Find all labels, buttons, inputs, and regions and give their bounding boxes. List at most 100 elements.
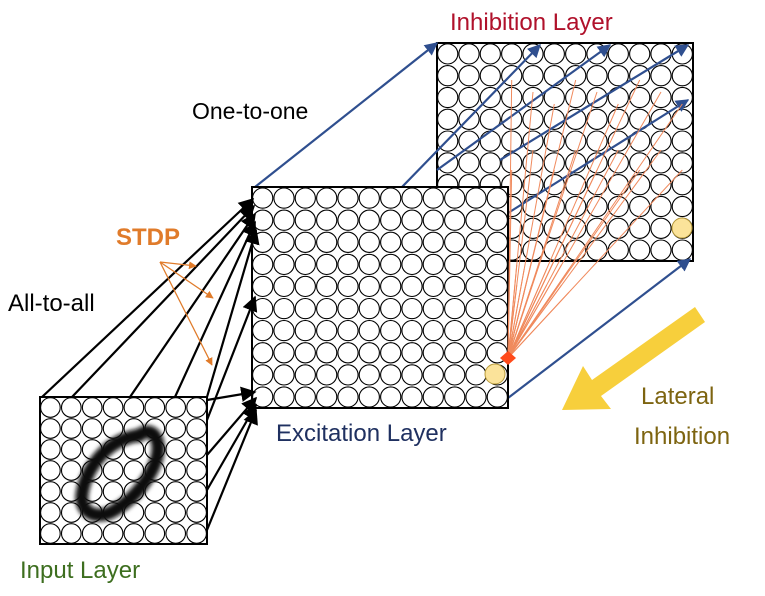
neuron bbox=[123, 397, 145, 418]
neuron bbox=[486, 253, 508, 276]
neuron bbox=[586, 130, 608, 152]
neuron bbox=[543, 86, 565, 109]
neuron bbox=[650, 195, 672, 218]
fan-line bbox=[507, 291, 570, 359]
all-to-all-arrow bbox=[129, 212, 256, 398]
neuron bbox=[294, 319, 316, 342]
neuron bbox=[252, 319, 274, 342]
neuron bbox=[401, 297, 423, 320]
neuron bbox=[252, 187, 274, 209]
one-to-one-arrow bbox=[401, 44, 541, 188]
neuron bbox=[337, 364, 359, 386]
neuron bbox=[102, 397, 124, 418]
neuron bbox=[401, 319, 423, 342]
neuron bbox=[337, 231, 359, 253]
neuron bbox=[422, 187, 444, 209]
neuron bbox=[123, 460, 145, 481]
neuron bbox=[465, 342, 487, 364]
neuron bbox=[486, 275, 508, 298]
neuron bbox=[401, 187, 423, 209]
neuron bbox=[102, 481, 124, 502]
neuron bbox=[60, 460, 82, 481]
neuron bbox=[458, 43, 480, 65]
handwritten-zero-icon bbox=[75, 425, 165, 522]
one-to-one-arrow bbox=[436, 44, 612, 171]
neuron bbox=[465, 386, 487, 408]
neuron bbox=[565, 195, 587, 218]
neuron bbox=[316, 231, 338, 253]
neuron bbox=[486, 209, 508, 231]
fan-line bbox=[507, 260, 533, 359]
neuron bbox=[337, 342, 359, 364]
neuron bbox=[273, 386, 295, 408]
neuron bbox=[358, 319, 380, 342]
neuron bbox=[437, 86, 459, 109]
neuron bbox=[650, 239, 672, 261]
neuron bbox=[565, 43, 587, 65]
neuron bbox=[671, 65, 693, 87]
neuron bbox=[401, 342, 423, 364]
neuron bbox=[165, 460, 187, 481]
stdp-arrows bbox=[159, 261, 214, 366]
neuron bbox=[186, 418, 207, 439]
neuron bbox=[60, 523, 82, 544]
neuron bbox=[252, 386, 274, 408]
neuron bbox=[60, 439, 82, 460]
neuron bbox=[565, 65, 587, 87]
neuron bbox=[186, 397, 207, 418]
neuron bbox=[294, 297, 316, 320]
neuron bbox=[273, 342, 295, 364]
neuron bbox=[437, 65, 459, 87]
neuron bbox=[316, 319, 338, 342]
neuron bbox=[165, 502, 187, 523]
all-to-all-arrow bbox=[205, 228, 260, 398]
neuron bbox=[543, 65, 565, 87]
neuron bbox=[316, 209, 338, 231]
neuron bbox=[607, 43, 629, 65]
excitation-layer-frame bbox=[251, 186, 509, 409]
neuron bbox=[458, 86, 480, 109]
neuron bbox=[565, 217, 587, 239]
neuron bbox=[479, 108, 501, 130]
neuron bbox=[522, 65, 544, 87]
neuron bbox=[586, 239, 608, 261]
neuron bbox=[629, 86, 651, 109]
neuron bbox=[444, 297, 466, 320]
neuron bbox=[294, 275, 316, 298]
neuron bbox=[144, 502, 166, 523]
neuron bbox=[337, 253, 359, 276]
one-to-one-arrow bbox=[254, 42, 439, 188]
neuron bbox=[465, 231, 487, 253]
neuron bbox=[186, 481, 207, 502]
neuron bbox=[401, 275, 423, 298]
all-to-all-arrow bbox=[71, 204, 256, 398]
neuron bbox=[458, 130, 480, 152]
excitation-layer bbox=[251, 186, 509, 409]
neuron bbox=[252, 297, 274, 320]
all-to-all-label: All-to-all bbox=[8, 290, 95, 317]
neuron bbox=[144, 397, 166, 418]
neuron bbox=[486, 187, 508, 209]
inhibition-label: Inhibition bbox=[634, 423, 730, 450]
neuron bbox=[252, 253, 274, 276]
neuron bbox=[586, 195, 608, 218]
input-layer bbox=[39, 396, 208, 545]
neuron bbox=[165, 523, 187, 544]
neuron bbox=[294, 209, 316, 231]
neuron bbox=[486, 297, 508, 320]
neuron bbox=[422, 342, 444, 364]
neuron bbox=[650, 86, 672, 109]
neuron bbox=[465, 209, 487, 231]
one-to-one-arrow bbox=[507, 258, 692, 399]
neuron bbox=[358, 275, 380, 298]
neuron bbox=[444, 342, 466, 364]
neuron bbox=[586, 108, 608, 130]
neuron bbox=[479, 130, 501, 152]
neuron bbox=[422, 275, 444, 298]
neuron bbox=[543, 152, 565, 174]
neuron bbox=[380, 187, 402, 209]
neuron bbox=[273, 319, 295, 342]
neuron bbox=[380, 297, 402, 320]
neuron bbox=[607, 217, 629, 239]
